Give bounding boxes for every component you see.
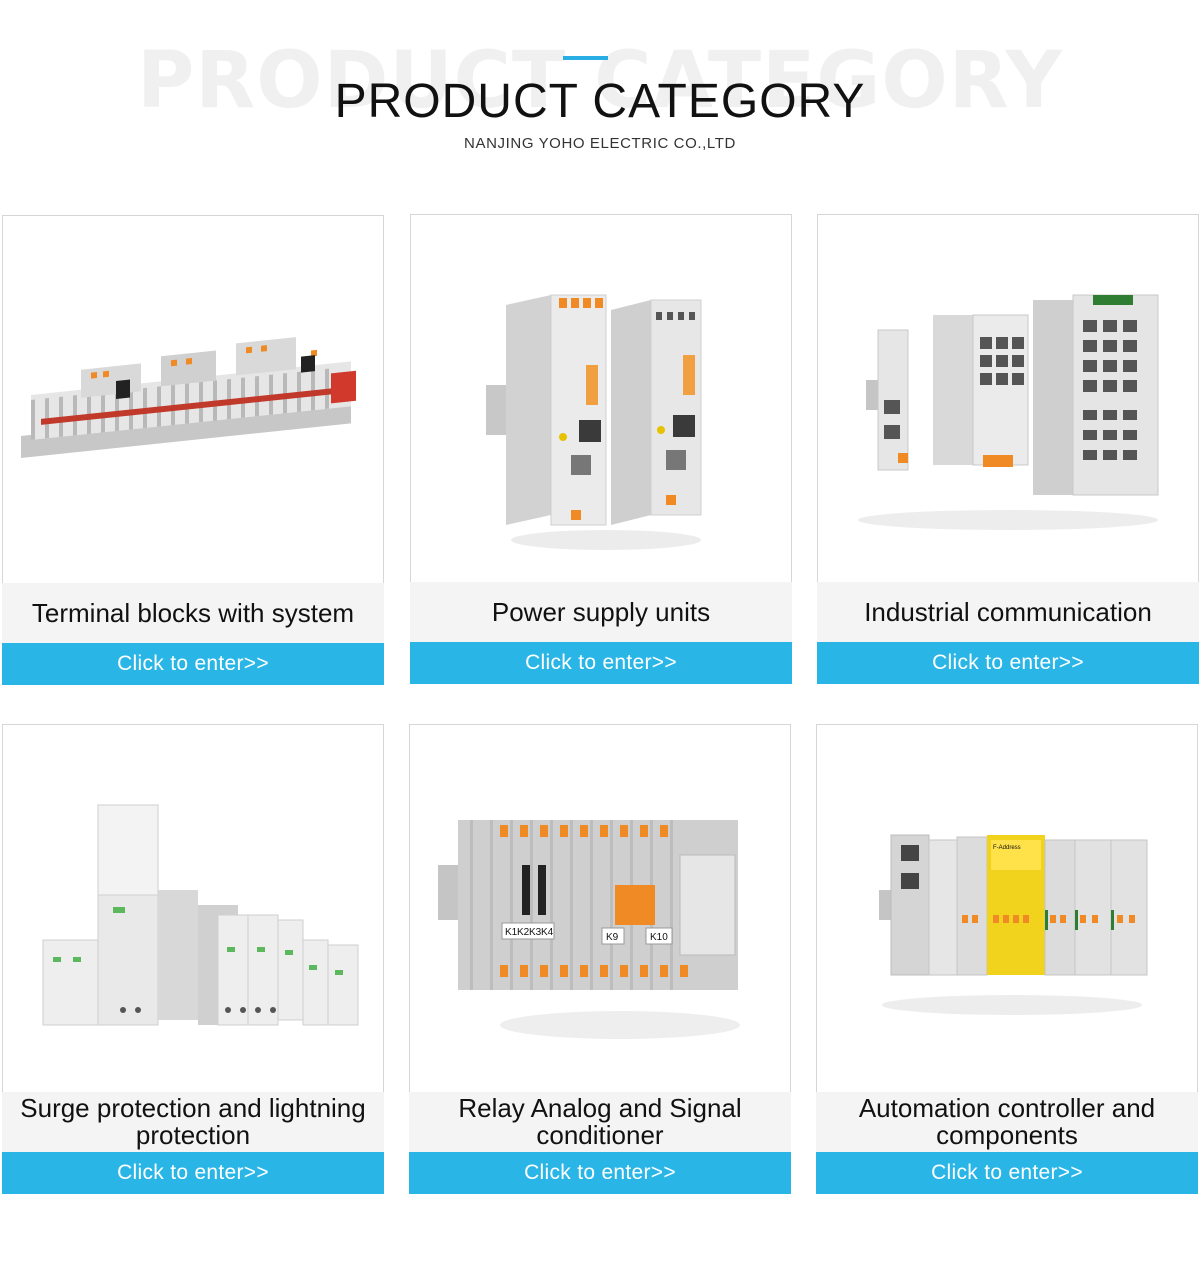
product-image-frame: K1 K2 K3 K4 K9 K10 [409, 724, 791, 1092]
click-to-enter-button[interactable]: Click to enter>> [817, 642, 1199, 684]
product-label: Power supply units [491, 596, 711, 627]
product-image-frame [2, 215, 384, 583]
product-card-industrial-communication[interactable]: Industrial communication Click to enter>… [817, 214, 1199, 684]
product-label: Industrial communication [864, 596, 1152, 627]
product-card-power-supply[interactable]: Power supply units Click to enter>> [410, 214, 792, 684]
relay-tag-k2: K2 [517, 927, 530, 938]
automation-controller-image: F-Address [879, 834, 1148, 1015]
product-card-surge-protection[interactable]: Surge protection and lightning protectio… [2, 724, 384, 1194]
product-label: Automation controller and components [858, 1093, 1156, 1150]
relay-tag-k1: K1 [505, 927, 518, 938]
relay-tag-k10: K10 [650, 932, 668, 943]
relay-modules-image: K1 K2 K3 K4 K9 K10 [438, 820, 740, 1039]
product-label-background [816, 1092, 1198, 1152]
product-label-background [409, 1092, 791, 1152]
click-to-enter-button[interactable]: Click to enter>> [2, 1152, 384, 1194]
product-image-frame [410, 214, 792, 582]
product-label-background [817, 582, 1199, 642]
relay-tag-k3: K3 [529, 927, 542, 938]
header-accent-bar [563, 56, 608, 60]
click-to-enter-button[interactable]: Click to enter>> [409, 1152, 791, 1194]
relay-tag-k4: K4 [541, 927, 554, 938]
product-image-frame: F-Address [816, 724, 1198, 1092]
click-to-enter-button[interactable]: Click to enter>> [816, 1152, 1198, 1194]
click-to-enter-button[interactable]: Click to enter>> [410, 642, 792, 684]
terminal-blocks-image [21, 337, 356, 458]
product-card-relay-signal[interactable]: K1 K2 K3 K4 K9 K10 Relay Analog and Sign… [409, 724, 791, 1194]
page-title: PRODUCT CATEGORY [334, 75, 866, 128]
product-image-frame [2, 724, 384, 1092]
product-label: Surge protection and lightning protectio… [20, 1093, 366, 1150]
network-switch-image [858, 294, 1159, 530]
f-address-label: F-Address [993, 845, 1021, 851]
section-header: PRODUCT CATEGORY PRODUCT CATEGORY NANJIN… [0, 0, 1200, 200]
surge-protector-image [42, 804, 359, 1026]
product-label-background [2, 1092, 384, 1152]
product-label: Relay Analog and Signal conditioner [458, 1093, 742, 1150]
product-card-terminal-blocks[interactable]: Terminal blocks with system Click to ent… [2, 215, 384, 685]
product-label-background [2, 583, 384, 643]
product-label: Terminal blocks with system [31, 597, 355, 628]
product-image-frame [817, 214, 1199, 582]
click-to-enter-button[interactable]: Click to enter>> [2, 643, 384, 685]
page-subtitle: NANJING YOHO ELECTRIC CO.,LTD [464, 135, 736, 152]
product-card-automation[interactable]: F-Address Automation controller and comp… [816, 724, 1198, 1194]
relay-tag-k9: K9 [606, 932, 619, 943]
product-label-background [410, 582, 792, 642]
header-ghost-text: PRODUCT CATEGORY [137, 36, 1063, 126]
power-supply-image [486, 294, 702, 550]
